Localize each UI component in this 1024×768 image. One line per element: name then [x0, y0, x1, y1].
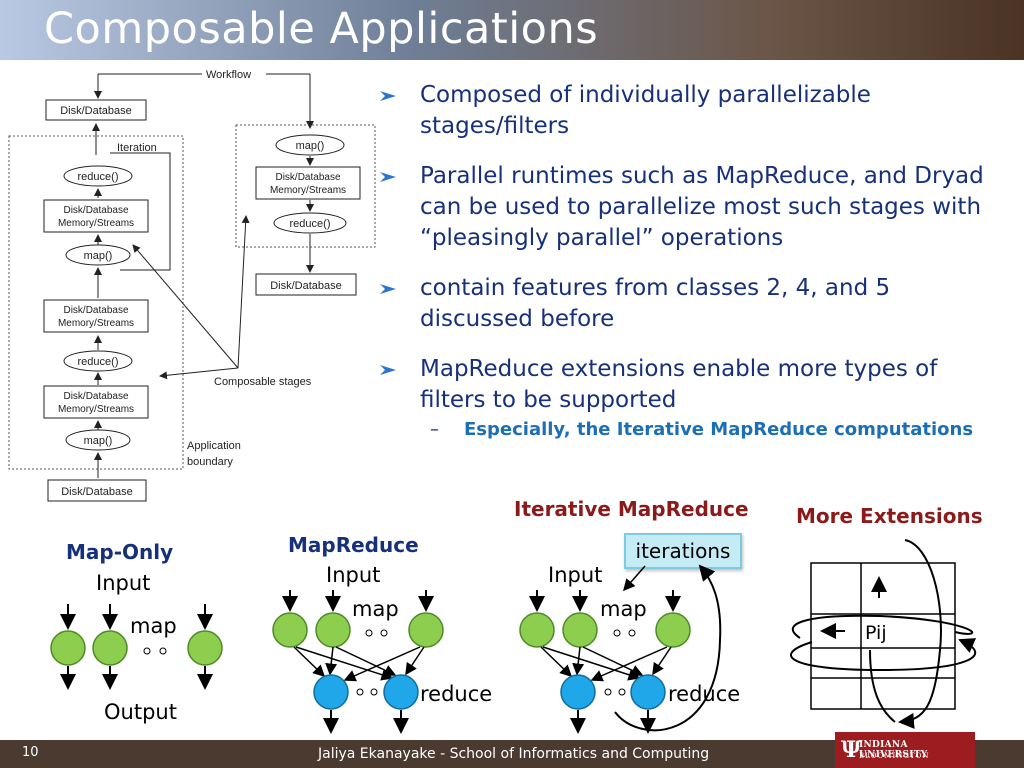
- wf-dm-right-b: Memory/Streams: [270, 185, 346, 196]
- page-number: 10: [22, 745, 39, 760]
- map-node: [519, 612, 555, 648]
- bullet-text: contain features from classes 2, 4, and …: [420, 275, 891, 332]
- bullet-list: Composed of individually parallelizable …: [380, 80, 1010, 442]
- mo-output: Output: [104, 700, 177, 724]
- title-bar: [0, 0, 1024, 60]
- bullet-item: MapReduce extensions enable more types o…: [380, 354, 1010, 416]
- bullet-text: Parallel runtimes such as MapReduce, and…: [420, 163, 984, 251]
- wf-disk-right: Disk/Database: [270, 280, 342, 292]
- app-boundary-1: Application: [187, 440, 241, 452]
- map-only-title: Map-Only: [66, 540, 174, 564]
- vertical-loop-back: [869, 649, 896, 723]
- bullet-arrow-icon: [380, 91, 396, 101]
- more-extensions-diagram: [790, 539, 977, 729]
- app-boundary-2: boundary: [187, 456, 233, 468]
- reduce-node: [630, 674, 666, 710]
- bullet-text: MapReduce extensions enable more types o…: [420, 356, 938, 413]
- wf-map-1: map(): [84, 250, 113, 262]
- reduce-node: [383, 674, 419, 710]
- composable-label: Composable stages: [214, 376, 312, 388]
- bullet-item: Composed of individually parallelizable …: [380, 80, 1010, 142]
- sub-bullet: – Especially, the Iterative MapReduce co…: [380, 418, 1010, 442]
- iterative-title: Iterative MapReduce: [514, 497, 749, 521]
- wf-reduce-2: reduce(): [78, 356, 119, 368]
- wf-map-right: map(): [296, 140, 325, 152]
- iteration-label: Iteration: [117, 142, 157, 154]
- mo-input: Input: [96, 571, 151, 595]
- wf-dm-2b: Memory/Streams: [58, 318, 134, 329]
- bullet-text: Composed of individually parallelizable …: [420, 82, 871, 139]
- bullet-item: Parallel runtimes such as MapReduce, and…: [380, 161, 1010, 254]
- wf-dm-right-a: Disk/Database: [275, 172, 340, 183]
- iterative-diagram: [519, 564, 722, 734]
- sub-bullet-text: Especially, the Iterative MapReduce comp…: [464, 419, 974, 440]
- sub-bullet-dash: –: [430, 419, 439, 440]
- wf-dm-3b: Memory/Streams: [58, 404, 134, 415]
- map-node: [92, 630, 128, 666]
- reduce-node: [313, 674, 349, 710]
- workflow-label: Workflow: [206, 69, 251, 81]
- more-ext-title: More Extensions: [796, 504, 983, 528]
- pij-label: Pij: [865, 622, 887, 644]
- map-node: [272, 612, 308, 648]
- node-diagrams: [50, 539, 977, 734]
- wf-dm-2a: Disk/Database: [63, 305, 128, 316]
- horizontal-loop-back: [791, 614, 974, 639]
- mr-input: Input: [326, 563, 381, 587]
- it-input: Input: [548, 563, 603, 587]
- bullet-arrow-icon: [380, 365, 396, 375]
- workflow-diagram: Workflow Disk/Database Iteration reduce(…: [8, 69, 376, 502]
- reduce-node: [560, 674, 596, 710]
- wf-reduce-right: reduce(): [290, 218, 331, 230]
- iterations-callout: iterations: [624, 533, 742, 569]
- iu-trident-icon: Ψ: [841, 737, 862, 763]
- mr-reduce: reduce: [420, 682, 493, 706]
- it-map: map: [600, 597, 647, 621]
- wf-disk-bottom: Disk/Database: [61, 486, 133, 498]
- wf-dm-1a: Disk/Database: [63, 205, 128, 216]
- map-node: [408, 612, 444, 648]
- iu-logo: Ψ INDIANA UNIVERSITY BLOOMINGTON: [835, 732, 975, 768]
- wf-disk-top: Disk/Database: [60, 105, 132, 117]
- map-node: [562, 612, 598, 648]
- map-only-diagram: [50, 604, 223, 690]
- map-node: [50, 630, 86, 666]
- slide-title: Composable Applications: [44, 4, 599, 54]
- iu-logo-line1: INDIANA UNIVERSITY: [859, 740, 928, 760]
- mapreduce-title: MapReduce: [288, 533, 419, 557]
- mr-map: map: [352, 597, 399, 621]
- bullet-arrow-icon: [380, 172, 396, 182]
- iteration-loop-arrow: [614, 564, 722, 732]
- footer-text: Jaliya Ekanayake - School of Informatics…: [318, 746, 710, 762]
- map-node: [655, 612, 691, 648]
- iu-logo-line2: BLOOMINGTON: [859, 752, 930, 760]
- bullet-item: contain features from classes 2, 4, and …: [380, 273, 1010, 335]
- horizontal-loop-arrow: [790, 638, 977, 672]
- mo-map: map: [130, 614, 177, 638]
- wf-map-2: map(): [84, 435, 113, 447]
- mapreduce-diagram: [272, 590, 444, 734]
- map-node: [187, 630, 223, 666]
- bullet-arrow-icon: [380, 284, 396, 294]
- wf-reduce-1: reduce(): [78, 171, 119, 183]
- wf-dm-3a: Disk/Database: [63, 391, 128, 402]
- vertical-loop-arrow: [898, 539, 942, 729]
- wf-dm-1b: Memory/Streams: [58, 218, 134, 229]
- map-node: [315, 612, 351, 648]
